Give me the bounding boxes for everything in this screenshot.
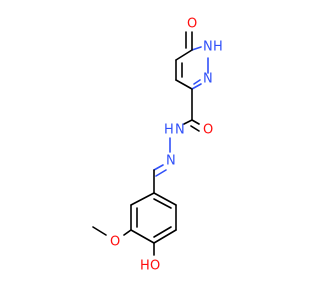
bond-b3-b4 — [130, 229, 155, 244]
benzene-ring — [130, 192, 177, 244]
bond-c4-c3 — [175, 79, 193, 90]
imine-linkage — [153, 164, 167, 194]
bond-c3-n2 — [191, 83, 202, 90]
atom-h-hydroxyl: H — [140, 259, 150, 274]
pyridazinone-ring — [175, 31, 209, 90]
atom-n-imine: N — [166, 154, 176, 169]
atom-h-hydrazide: H — [164, 123, 174, 138]
bond-camide-n — [183, 119, 193, 125]
bond-n-ch-double — [155, 169, 167, 177]
atom-o-hydroxyl: O — [150, 259, 160, 274]
amide-linkage — [169, 88, 200, 153]
atom-o-methoxy: O — [110, 235, 120, 250]
bond-omethoxy-ch3 — [92, 226, 107, 236]
bond-b4-b5 — [153, 229, 177, 244]
bond-n-ch — [153, 164, 164, 171]
atom-o-amide: O — [203, 123, 213, 138]
bond-c3-n2-double — [193, 79, 201, 85]
atom-nh-ring: N — [203, 40, 213, 55]
bond-camide-o — [191, 119, 200, 125]
substituents — [92, 226, 155, 256]
molecule-structure: O N H N O N H N O O H — [92, 17, 223, 274]
bond-b4-b5-inner — [153, 226, 172, 238]
bond-n1-c6 — [191, 46, 202, 51]
bond-b6-b1 — [153, 192, 177, 206]
bond-camide-o-double — [190, 125, 200, 132]
atom-o-ketone: O — [187, 17, 197, 32]
bond-b1-b2 — [130, 192, 155, 206]
atom-n-hydrazide: N — [175, 123, 185, 138]
bond-c6-c5 — [175, 49, 193, 61]
atom-n-ring: N — [203, 72, 213, 87]
bond-b3-omethoxy — [123, 229, 132, 236]
atom-h-ring: H — [213, 40, 223, 55]
bond-b6-b1-inner — [153, 198, 172, 209]
